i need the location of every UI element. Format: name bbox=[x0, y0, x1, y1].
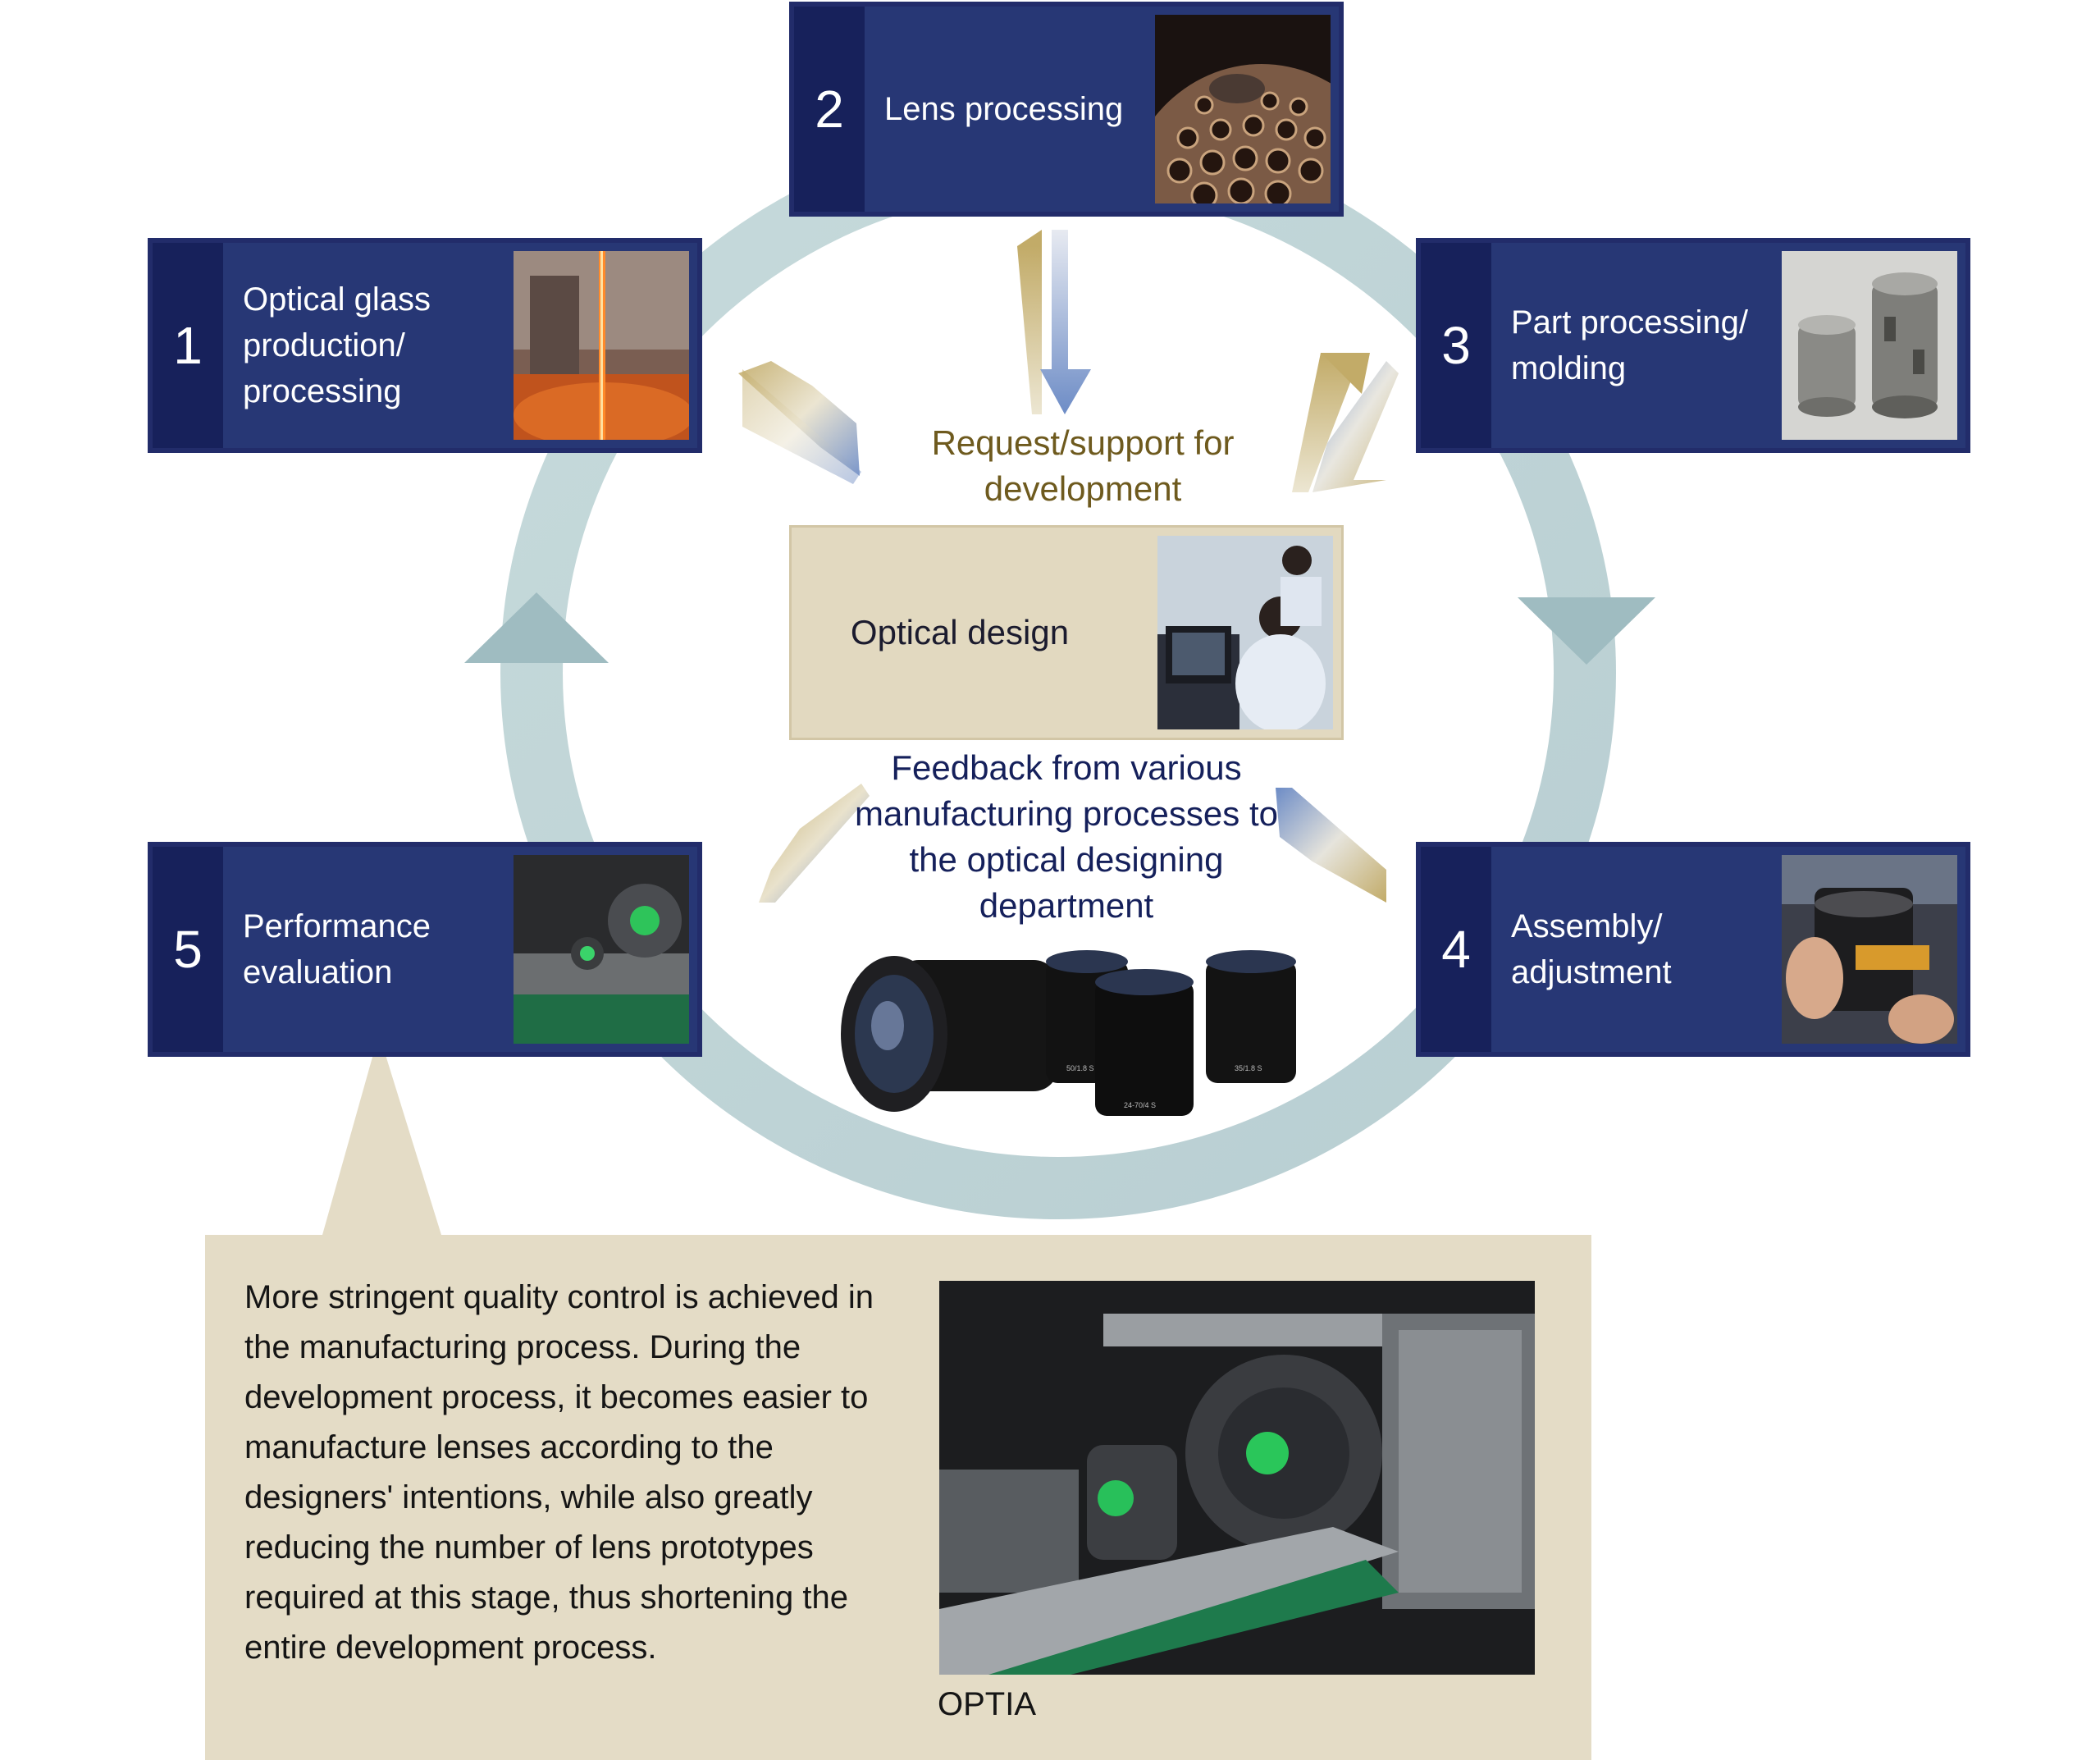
lens-24-70-icon: 24-70/4 S bbox=[1095, 969, 1194, 1116]
stage-4-box: 4 Assembly/ adjustment bbox=[1416, 842, 1970, 1057]
ring-arrow-up-icon bbox=[464, 592, 609, 663]
feedback-caption: Feedback from various manufacturing proc… bbox=[855, 748, 1278, 925]
optical-design-box: Optical design bbox=[789, 525, 1344, 740]
engineers-photo bbox=[1157, 536, 1333, 729]
lens-products-image: 50/1.8 S 24-70/4 S 35/1.8 S bbox=[841, 950, 1296, 1116]
lens-35-icon: 35/1.8 S bbox=[1206, 950, 1296, 1083]
parts-to-design-arrow-icon bbox=[1292, 353, 1399, 492]
callout-pointer bbox=[322, 1034, 441, 1235]
callout-text: More stringent quality control is achiev… bbox=[244, 1279, 874, 1666]
optia-caption: OPTIA bbox=[938, 1686, 1037, 1722]
lens-holder-photo bbox=[1155, 15, 1331, 203]
optical-design-label: Optical design bbox=[850, 613, 1070, 651]
assembly-photo bbox=[1782, 855, 1957, 1044]
stage-label: Performance evaluation bbox=[243, 908, 431, 990]
design-to-assembly-arrow-icon bbox=[1276, 788, 1386, 903]
stage-number: 4 bbox=[1421, 847, 1491, 1052]
lens-label: 24-70/4 S bbox=[1124, 1101, 1156, 1109]
callout-box: More stringent quality control is achiev… bbox=[205, 1235, 1591, 1760]
stage-5-box: 5 Performance evaluation bbox=[148, 842, 702, 1057]
molten-glass-photo bbox=[514, 251, 689, 440]
lens-label: 35/1.8 S bbox=[1235, 1064, 1262, 1072]
large-lens-icon bbox=[841, 956, 1058, 1112]
stage-label: Part processing/ molding bbox=[1511, 304, 1749, 386]
evaluation-to-design-arrow-icon bbox=[759, 784, 870, 903]
glass-to-design-arrow-icon bbox=[738, 361, 861, 484]
metal-parts-photo bbox=[1782, 251, 1957, 440]
lens-design-double-arrow-icon bbox=[1017, 230, 1091, 414]
stage-number: 5 bbox=[153, 847, 223, 1052]
stage-label: Assembly/ adjustment bbox=[1511, 908, 1672, 990]
stage-label: Lens processing bbox=[884, 91, 1124, 127]
request-support-caption: Request/support for development bbox=[931, 423, 1235, 508]
stage-number: 2 bbox=[794, 7, 865, 212]
evaluation-machine-photo bbox=[514, 855, 689, 1044]
stage-2-box: 2 Lens processing bbox=[789, 2, 1344, 217]
optia-photo bbox=[939, 1281, 1535, 1675]
stage-1-box: 1 Optical glass production/ processing bbox=[148, 238, 702, 453]
stage-number: 3 bbox=[1421, 243, 1491, 448]
lens-label: 50/1.8 S bbox=[1066, 1064, 1094, 1072]
stage-label: Optical glass production/ processing bbox=[243, 281, 431, 409]
stage-3-box: 3 Part processing/ molding bbox=[1416, 238, 1970, 453]
stage-number: 1 bbox=[153, 243, 223, 448]
ring-arrow-down-icon bbox=[1518, 597, 1655, 665]
